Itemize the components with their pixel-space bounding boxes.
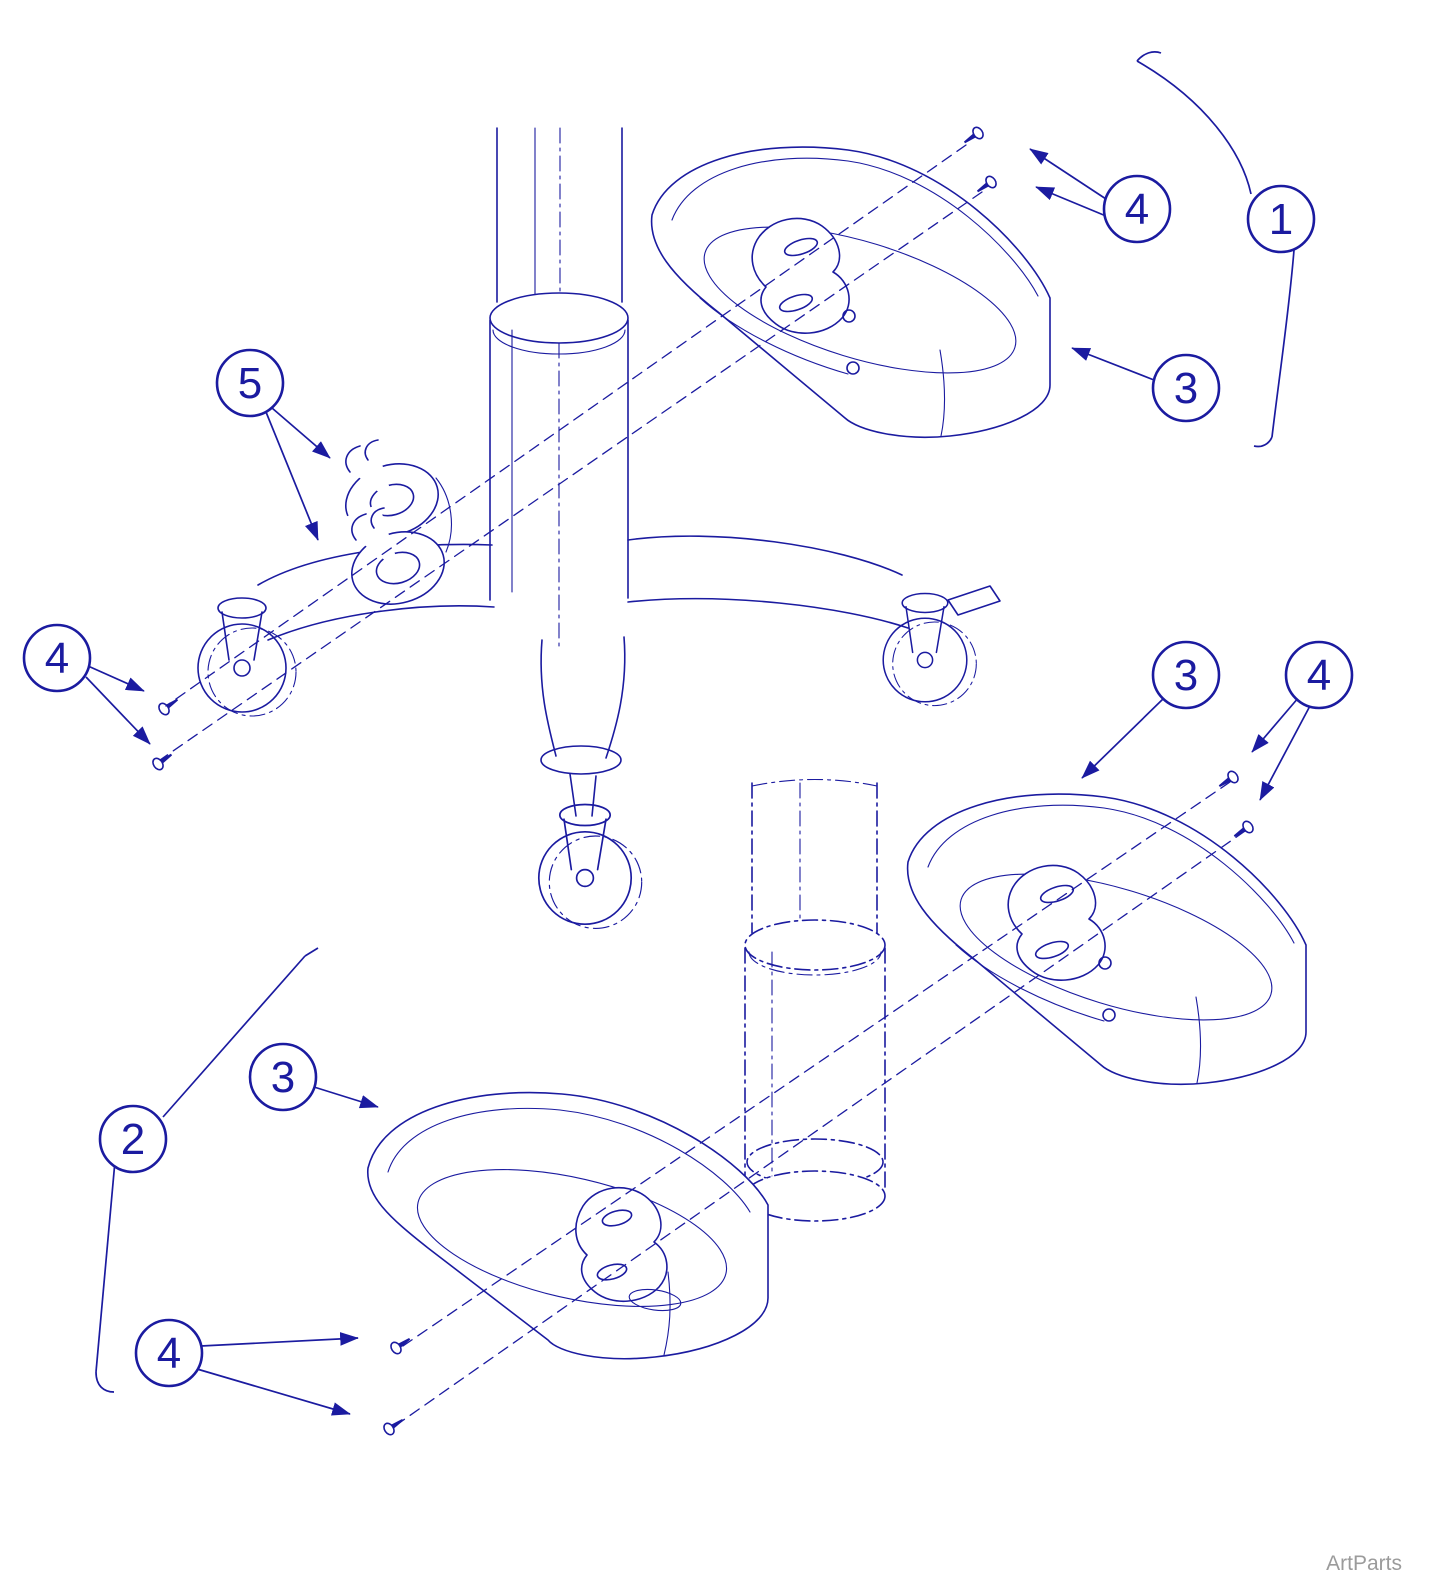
- callout-number: 2: [121, 1115, 145, 1164]
- callout-number: 3: [1174, 364, 1198, 413]
- callout-4-left: 4: [22, 623, 92, 693]
- callout-circle: [1102, 174, 1172, 244]
- screw-icon: [973, 173, 999, 198]
- callout-3-mid: 3: [1151, 640, 1221, 710]
- callout-number: 3: [271, 1053, 295, 1102]
- callout-circle: [215, 348, 285, 418]
- callout-4-bottom: 4: [134, 1318, 204, 1388]
- watermark: ArtParts: [1326, 1552, 1402, 1575]
- callout-circle: [248, 1042, 318, 1112]
- callout-circle: [1284, 640, 1354, 710]
- callout-3-bottom: 3: [248, 1042, 318, 1112]
- screw-icon: [1230, 818, 1256, 843]
- callout-circle: [22, 623, 92, 693]
- top-assembly: [197, 127, 1051, 930]
- callout-number: 3: [1174, 651, 1198, 700]
- callout-circle: [1151, 353, 1221, 423]
- callout-number: 4: [1307, 651, 1331, 700]
- callout-circle: [1151, 640, 1221, 710]
- callout-number: 5: [238, 359, 262, 408]
- utility-basket-lower-left: [367, 1091, 769, 1360]
- bottom-assembly: [367, 778, 1307, 1360]
- callout-number: 4: [1125, 185, 1149, 234]
- brake-pedal: [947, 585, 1001, 616]
- callout-5: 5: [215, 348, 285, 418]
- lower-mast-column: [744, 778, 886, 1222]
- screw-icon: [960, 124, 986, 149]
- utility-basket-right: [906, 793, 1307, 1086]
- callout-number: 4: [45, 634, 69, 683]
- upper-mast-column: [489, 127, 629, 651]
- callout-4-mid: 4: [1284, 640, 1354, 710]
- utility-basket-top: [650, 146, 1051, 439]
- screw-icon: [150, 748, 176, 773]
- callout-circle: [1246, 184, 1316, 254]
- alignment-lines: [159, 144, 1246, 1429]
- caster-wheel-left: [197, 597, 297, 717]
- caster-wheel-front: [537, 803, 643, 930]
- callout-2: 2: [98, 1104, 168, 1174]
- caster-base: [197, 535, 1001, 930]
- callout-number: 4: [157, 1329, 181, 1378]
- pole-clamp-part: [326, 436, 452, 605]
- callouts: 4 1 3 5 4 3 4 3: [22, 174, 1354, 1388]
- callout-circle: [134, 1318, 204, 1388]
- callout-3-top: 3: [1151, 353, 1221, 423]
- callout-leaders: [85, 51, 1312, 1416]
- screw-icon: [1215, 768, 1241, 793]
- callout-1: 1: [1246, 184, 1316, 254]
- screw-icon: [388, 1332, 414, 1357]
- callout-4-top: 4: [1102, 174, 1172, 244]
- screw-icon: [381, 1413, 407, 1438]
- callout-number: 1: [1269, 195, 1293, 244]
- callout-circle: [98, 1104, 168, 1174]
